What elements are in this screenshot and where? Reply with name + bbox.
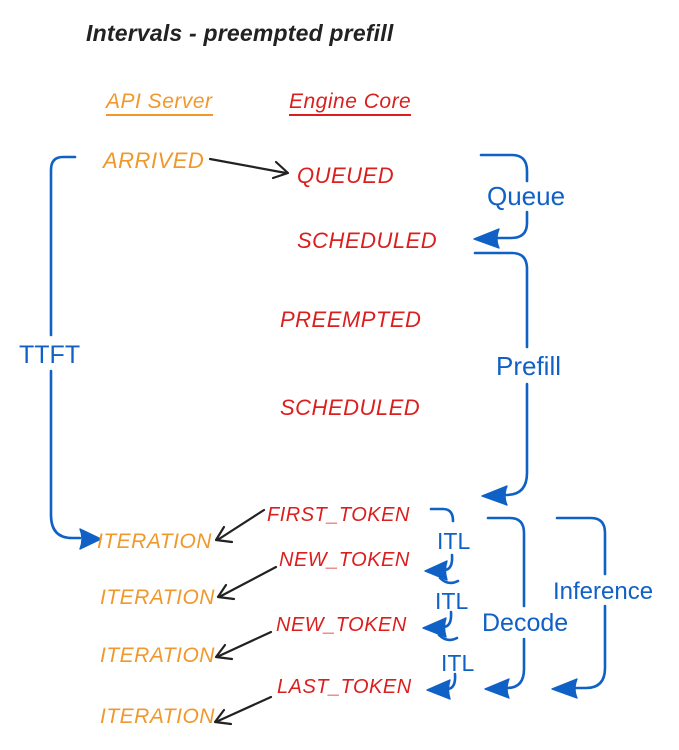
ttft-arrowhead (79, 528, 102, 550)
event-iteration-4: ITERATION (100, 705, 215, 728)
prefill-arrowhead (481, 485, 508, 506)
arrow-last-token-to-iteration (213, 695, 273, 726)
arrow-first-token-to-iteration (214, 508, 266, 544)
itl-label-2: ITL (435, 588, 469, 614)
itl-bracket-2 (422, 610, 459, 642)
inference-label: Inference (553, 578, 654, 605)
arrow-new-token-1-to-iteration (216, 565, 278, 601)
event-new-token-1: NEW_TOKEN (279, 549, 410, 571)
event-scheduled-1: SCHEDULED (297, 228, 438, 253)
arrow-new-token-2-to-iteration (214, 630, 273, 661)
event-preempted: PREEMPTED (280, 307, 422, 332)
arrow-arrived-to-queued (208, 157, 290, 180)
event-scheduled-2: SCHEDULED (280, 395, 421, 420)
itl-bracket-1 (424, 507, 460, 585)
itl-label-1: ITL (437, 528, 471, 554)
decode-arrowhead (484, 678, 510, 699)
itl-arrowhead-1 (424, 560, 448, 581)
queue-arrowhead (473, 228, 500, 249)
event-last-token: LAST_TOKEN (277, 676, 412, 698)
ttft-bracket (49, 155, 102, 550)
event-arrived: ARRIVED (103, 148, 205, 173)
event-iteration-1: ITERATION (97, 530, 212, 553)
prefill-label: Prefill (496, 351, 562, 381)
itl-arrowhead-2 (422, 617, 447, 638)
event-iteration-2: ITERATION (100, 586, 215, 609)
inference-bracket (551, 516, 607, 699)
engine-core-column-header: Engine Core (289, 90, 412, 117)
event-new-token-2: NEW_TOKEN (276, 614, 407, 636)
prefill-bracket (473, 251, 529, 506)
ttft-label: TTFT (19, 341, 81, 369)
inference-arrowhead (551, 678, 578, 699)
queue-label: Queue (487, 181, 566, 211)
event-queued: QUEUED (297, 163, 395, 188)
decode-bracket (484, 516, 526, 699)
itl-arrowhead-3 (426, 679, 451, 700)
itl-label-3: ITL (441, 650, 475, 676)
event-iteration-3: ITERATION (100, 644, 215, 667)
queue-bracket (473, 153, 529, 249)
api-server-column-header: API Server (106, 90, 213, 117)
itl-bracket-3 (426, 672, 457, 700)
decode-label: Decode (482, 609, 569, 637)
diagram-title: Intervals - preempted prefill (86, 20, 394, 46)
event-first-token: FIRST_TOKEN (267, 504, 410, 526)
